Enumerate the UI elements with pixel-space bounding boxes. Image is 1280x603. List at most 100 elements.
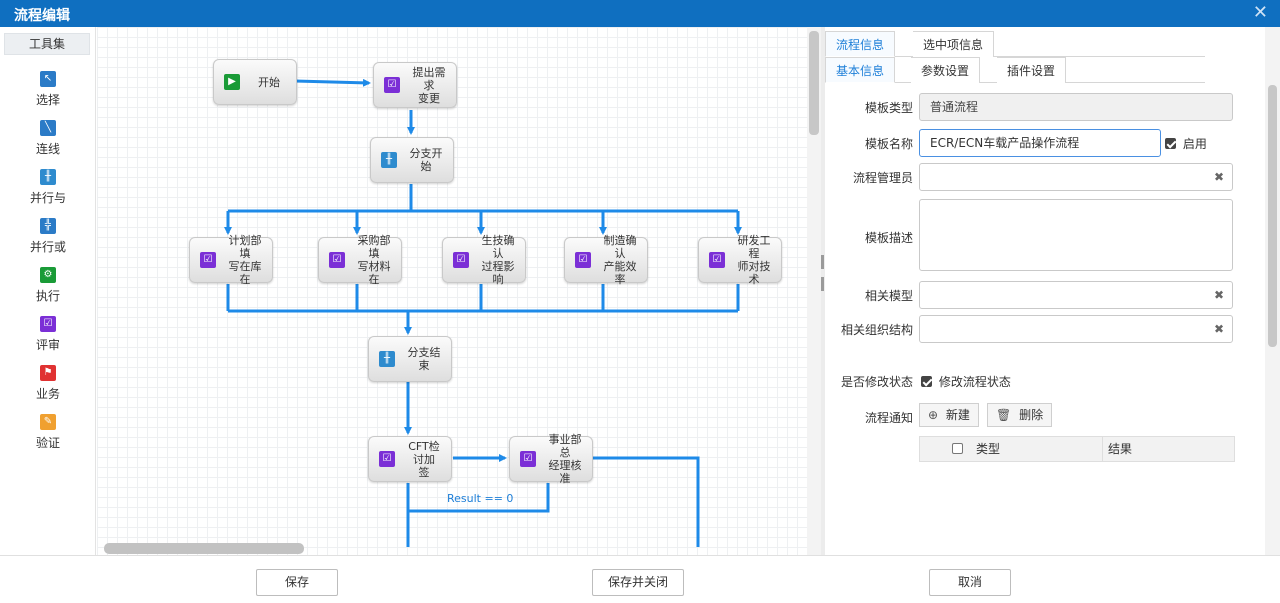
- add-circle-icon: ⊕: [928, 408, 939, 422]
- close-icon[interactable]: ✕: [1252, 2, 1268, 23]
- related-model-field[interactable]: ✖: [919, 281, 1233, 309]
- window-title: 流程编辑: [14, 8, 70, 24]
- toolbox-header: 工具集: [4, 33, 90, 55]
- panel-vertical-scrollbar[interactable]: [1265, 27, 1280, 555]
- label-related-model: 相关模型: [864, 289, 913, 303]
- edge-condition: [408, 483, 550, 513]
- tool-label: 评审: [35, 338, 60, 352]
- tool-label: 业务: [35, 387, 60, 401]
- label-template-type: 模板类型: [864, 101, 913, 115]
- tab-flow-info[interactable]: 流程信息: [825, 31, 896, 57]
- window-titlebar: 流程编辑 ✕: [0, 0, 1280, 27]
- modify-state-option: 修改流程状态: [938, 375, 1011, 389]
- parallel-and-icon: ╫: [381, 152, 397, 168]
- toolbox-panel: 工具集 ↖ 选择 ╲ 连线 ╫并行与╬并行或⚙执行☑评审 ⚑ 业务 ✎ 验证: [0, 27, 96, 555]
- modify-state-check-icon: [921, 376, 932, 387]
- template-type-field: 普通流程: [919, 93, 1233, 121]
- tool-cursor[interactable]: ↖ 选择: [0, 71, 96, 117]
- canvas-horizontal-scrollbar[interactable]: [104, 543, 304, 554]
- flow-connectors: [224, 78, 742, 547]
- enable-checkbox[interactable]: 启用: [1165, 135, 1207, 152]
- tab-plugin-settings[interactable]: 插件设置: [997, 57, 1067, 83]
- tool-label: 验证: [35, 436, 60, 450]
- business-flag-icon: ⚑: [40, 365, 56, 381]
- label-notify: 流程通知: [864, 411, 913, 425]
- grid-col-result: 结果: [1108, 442, 1133, 456]
- label-related-org: 相关组织结构: [840, 323, 913, 337]
- review-icon: ☑: [379, 451, 395, 467]
- tool-verify[interactable]: ✎ 验证: [0, 414, 96, 460]
- label-modify-state: 是否修改状态: [840, 375, 913, 389]
- tab-param-settings[interactable]: 参数设置: [911, 57, 981, 83]
- node-production-tech[interactable]: ☑ 生技确认 过程影响: [442, 234, 526, 286]
- label-template-name: 模板名称: [864, 137, 913, 151]
- review-icon: ☑: [384, 77, 400, 93]
- condition-label[interactable]: Result == 0: [447, 492, 514, 505]
- top-tabs: 流程信息 选中项信息: [825, 31, 1205, 57]
- node-plan[interactable]: ☑ 计划部填 写在库在: [189, 234, 273, 286]
- trash-icon: 🗑: [996, 408, 1012, 422]
- tool-review[interactable]: ☑评审: [0, 316, 96, 362]
- delete-notify-button[interactable]: 🗑 删除: [987, 403, 1053, 427]
- node-rd-engineer[interactable]: ☑ 研发工程 师对技术: [698, 234, 782, 286]
- canvas-vertical-scrollbar[interactable]: [807, 27, 821, 555]
- row-related-org: 相关组织结构 ✖: [825, 315, 1235, 343]
- description-textarea[interactable]: [919, 199, 1233, 271]
- tool-execute[interactable]: ⚙执行: [0, 267, 96, 313]
- node-purchase[interactable]: ☑ 采购部填 写材料在: [318, 234, 402, 286]
- save-and-close-button[interactable]: 保存并关闭: [592, 569, 684, 596]
- sub-tabs: 基本信息 参数设置 插件设置: [825, 57, 1205, 83]
- grid-col-type: 类型: [976, 442, 1001, 456]
- tab-selected-info[interactable]: 选中项信息: [913, 31, 995, 57]
- cancel-button[interactable]: 取消: [929, 569, 1011, 596]
- row-template-name: 模板名称 ECR/ECN车载产品操作流程 启用: [825, 129, 1235, 157]
- clear-icon[interactable]: ✖: [1213, 288, 1224, 302]
- tool-label: 并行或: [29, 240, 66, 254]
- node-bu-approval[interactable]: ☑ 事业部总 经理核准: [509, 433, 593, 485]
- grid-col-divider: [1102, 437, 1103, 461]
- clear-icon[interactable]: ✖: [1213, 322, 1224, 336]
- verify-icon: ✎: [40, 414, 56, 430]
- tool-label: 选择: [35, 93, 60, 107]
- node-cft-review[interactable]: ☑ CFT检讨加 签: [368, 436, 452, 482]
- select-all-checkbox[interactable]: [952, 443, 963, 455]
- row-modify-state: 是否修改状态 修改流程状态: [825, 367, 1235, 395]
- flow-canvas[interactable]: ▶ 开始 ☑ 提出需求 变更 ╫ 分支开始 ☑ 计划部填 写在库在 ☑ 采购部填…: [97, 27, 807, 555]
- save-button[interactable]: 保存: [256, 569, 338, 596]
- clear-icon[interactable]: ✖: [1213, 170, 1224, 184]
- label-manager: 流程管理员: [852, 171, 913, 185]
- parallel-and-icon: ╫: [40, 169, 56, 185]
- review-icon: ☑: [453, 252, 469, 268]
- enable-label: 启用: [1182, 137, 1207, 151]
- tool-label: 连线: [35, 142, 60, 156]
- row-manager: 流程管理员 ✖: [825, 163, 1235, 191]
- modify-state-checkbox[interactable]: 修改流程状态: [921, 373, 1011, 390]
- execute-icon: ⚙: [40, 267, 56, 283]
- review-icon: ☑: [520, 451, 536, 467]
- node-manufacturing[interactable]: ☑ 制造确认 产能效率: [564, 234, 648, 286]
- node-start[interactable]: ▶ 开始: [213, 59, 297, 105]
- manager-field[interactable]: ✖: [919, 163, 1233, 191]
- row-description: 模板描述: [825, 199, 1235, 271]
- play-icon: ▶: [224, 74, 240, 90]
- label-description: 模板描述: [864, 231, 913, 245]
- notify-grid-header: 类型 结果: [919, 436, 1235, 462]
- node-fork-start[interactable]: ╫ 分支开始: [370, 137, 454, 183]
- tool-business-flag[interactable]: ⚑ 业务: [0, 365, 96, 411]
- tool-parallel-or[interactable]: ╬并行或: [0, 218, 96, 264]
- panel-splitter[interactable]: [821, 27, 825, 555]
- node-request-change[interactable]: ☑ 提出需求 变更: [373, 62, 457, 108]
- tab-basic-info[interactable]: 基本信息: [825, 57, 896, 83]
- enable-check-icon: [1165, 138, 1176, 149]
- node-fork-end[interactable]: ╫ 分支结束: [368, 336, 452, 382]
- tool-parallel-and[interactable]: ╫并行与: [0, 169, 96, 215]
- edge-start-req: [294, 78, 371, 87]
- row-related-model: 相关模型 ✖: [825, 281, 1235, 309]
- line-icon: ╲: [40, 120, 56, 136]
- new-notify-button[interactable]: ⊕ 新建: [919, 403, 979, 427]
- template-name-input[interactable]: ECR/ECN车载产品操作流程: [919, 129, 1161, 157]
- tool-line[interactable]: ╲ 连线: [0, 120, 96, 166]
- related-org-field[interactable]: ✖: [919, 315, 1233, 343]
- row-template-type: 模板类型 普通流程: [825, 93, 1235, 121]
- cursor-icon: ↖: [40, 71, 56, 87]
